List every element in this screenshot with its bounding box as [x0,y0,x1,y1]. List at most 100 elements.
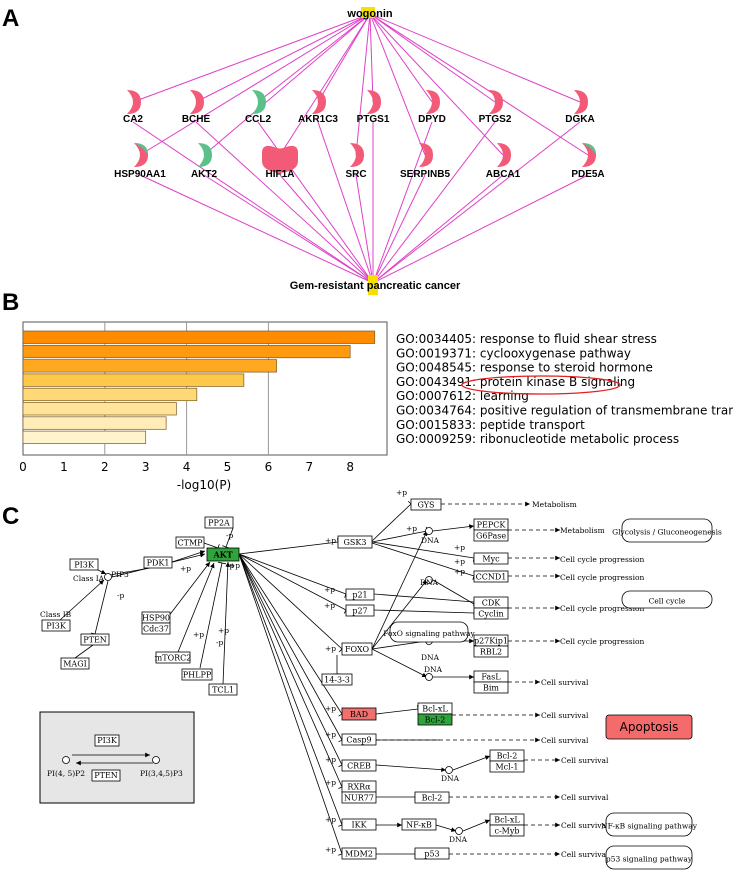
cell-cycle-progression-label: Cell cycle progression [560,573,645,582]
node-p53: p53 [414,847,450,860]
phospho-label: +p [406,524,417,533]
pathway-edge [375,764,447,773]
dephospho-label: -p [227,561,235,570]
x-tick-label: 3 [142,460,150,474]
node-label: NF-κB signaling pathway [601,822,698,831]
inset-pip3-label: PI(3,4,5)P3 [140,769,183,778]
node-label: p53 [424,850,439,859]
x-tick-label: 6 [265,460,273,474]
gene-label: SRC [345,169,366,180]
edge-wogonin-abca1 [369,13,504,156]
node-label: CREB [347,762,371,771]
phospho-label: +p [229,561,240,570]
node-label: GSK3 [344,538,367,547]
edge-wogonin-akr1c3 [317,13,371,103]
edge-serpinb5-cancer [372,174,426,284]
phospho-label: +p [325,845,336,854]
phospho-label: +p [454,543,465,552]
node-label: FOXO [345,645,370,654]
node-p53_pathway: p53 signaling pathway [605,845,693,870]
node-foxo_pathway: FoxO signaling pathway [383,621,476,643]
pathway-edge [177,562,215,653]
cell-survival-label: Cell survival [561,850,609,859]
x-tick-label: 4 [183,460,191,474]
node-casp9: Casp9 [341,733,377,746]
pathway-edge [452,755,491,771]
pathway-edge [222,561,231,685]
edge-ptgs2-cancer [372,121,496,284]
edge-hsp90aa1-cancer [139,174,374,284]
phospho-label: +p [454,567,465,576]
dna-node [104,573,112,581]
pathway-edge [371,500,415,542]
node-nur77: NUR77 [341,791,377,804]
gene-node-akr1c3: AKR1C3 [298,90,338,125]
edge-wogonin-akt2 [203,13,371,156]
dna-label: DNA [421,653,440,662]
node-label: NUR77 [344,794,374,803]
pathway-edge [371,530,428,650]
phospho-label: +p [180,564,191,573]
pathway-edge [109,567,151,576]
node-pp2a: PP2A [204,516,234,529]
category-label: GO:0034764: positive regulation of trans… [396,404,733,418]
node-label: Glycolysis / Gluconeogenesis [612,528,722,537]
panel-c-label: C [2,503,19,530]
node-label: p21 [352,591,367,600]
dephospho-label: -p [117,591,125,600]
node-label: CDK [482,599,502,608]
gene-node-serpinb5: SERPINB5 [400,143,450,180]
cell-survival-label: Cell survival [541,678,589,687]
phospho-label: +p [325,536,336,545]
node-bclxl: Bcl-xL [417,702,453,715]
pathway-edge [462,819,491,832]
wogonin-node [361,7,375,18]
cell-survival-label: Cell survival [561,821,609,830]
node-label: RXRα [347,783,371,792]
node-akt: AKT [206,547,240,562]
node-ccnd1: CCND1 [473,570,509,583]
node-rbl2: RBL2 [473,645,509,658]
edge-wogonin-dpyd [369,13,433,103]
phospho-label: +p [193,630,204,639]
pathway-edge [238,553,346,856]
dna-label: DNA [420,578,439,587]
gene-label: AKR1C3 [298,114,338,125]
akt-pathway-diagram: PI3K PTEN PI(4, 5)P2 PI(3,4,5)P3 AKTPI3K… [39,488,722,870]
node-p27kip1: p27Kip1 [473,634,509,647]
inset-pip2-label: PI(4, 5)P2 [47,769,85,778]
cell-cycle-progression-label: Cell cycle progression [560,604,645,613]
edge-ca2-cancer [132,121,374,284]
gene-label: PTGS1 [357,114,390,125]
gene-node-hif1a: HIF1A [262,145,298,180]
pathway-edge [203,542,220,552]
edge-src-cancer [355,174,374,284]
x-tick-label: 2 [101,460,109,474]
node-label: PP2A [208,519,230,528]
gene-label: CCL2 [245,114,272,125]
node-label: PDK1 [147,559,170,568]
node-mtorc2: mTORC2 [155,651,191,664]
gene-node-ca2: CA2 [123,90,143,125]
x-tick-label: 7 [305,460,313,474]
bar-4 [22,387,198,402]
node-label: Casp9 [346,736,371,745]
category-label: GO:0048545: response to steroid hormone [396,361,653,375]
edge-wogonin-pde5a [369,13,589,156]
category-label: GO:0007612: learning [396,389,529,403]
dna-node [445,766,453,774]
node-label: PEPCK [477,521,507,530]
phospho-label: +p [325,704,336,713]
bar-5 [22,402,177,416]
gene-node-akt2: AKT2 [191,143,217,180]
gene-label: HIF1A [266,169,295,180]
panel-b-label: B [2,289,19,316]
pathway-edge [222,527,234,549]
label-metabolism: Metabolism [532,500,577,509]
chart-x-axis-label: -log10(P) [177,478,232,492]
node-label: RBL2 [480,648,502,657]
node-label: IKK [351,821,367,830]
